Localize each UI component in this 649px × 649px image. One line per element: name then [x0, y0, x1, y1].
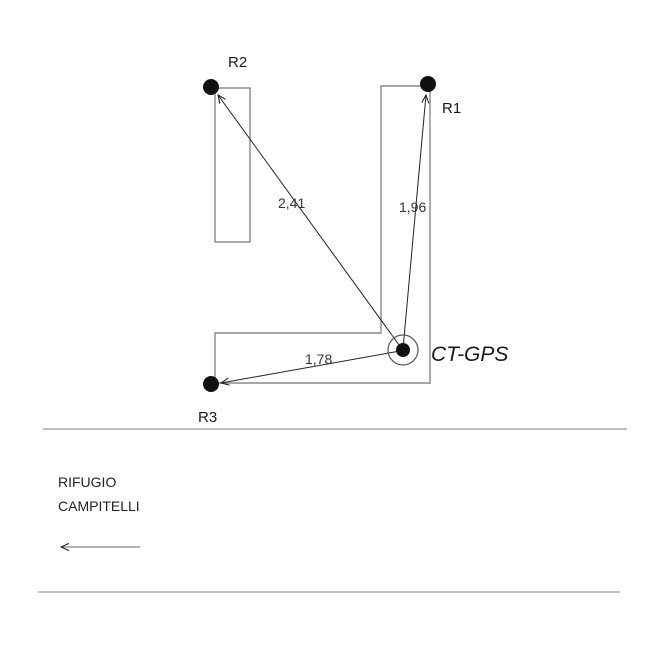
distance-label-r3: 1,78	[305, 351, 332, 367]
distance-label-r1: 1,96	[399, 199, 426, 215]
gps-station-label: CT-GPS	[431, 343, 508, 366]
measure-line-r3	[221, 350, 401, 383]
point-r1-marker	[420, 76, 436, 92]
point-r3-label: R3	[198, 409, 217, 426]
point-r2-marker	[203, 79, 219, 95]
distance-label-r2: 2,41	[278, 195, 305, 211]
point-r1-label: R1	[442, 100, 461, 117]
measure-line-r2	[218, 95, 403, 350]
measure-line-r1	[402, 95, 426, 350]
point-r3-marker	[203, 376, 219, 392]
direction-label-line1: RIFUGIO	[58, 474, 116, 490]
building-outline-l-shape	[214, 85, 431, 384]
gps-station-ring	[387, 334, 419, 366]
gps-station-marker	[396, 343, 410, 357]
direction-label-line2: CAMPITELLI	[58, 498, 140, 514]
point-r2-label: R2	[228, 54, 247, 71]
building-outline-left	[214, 87, 251, 243]
